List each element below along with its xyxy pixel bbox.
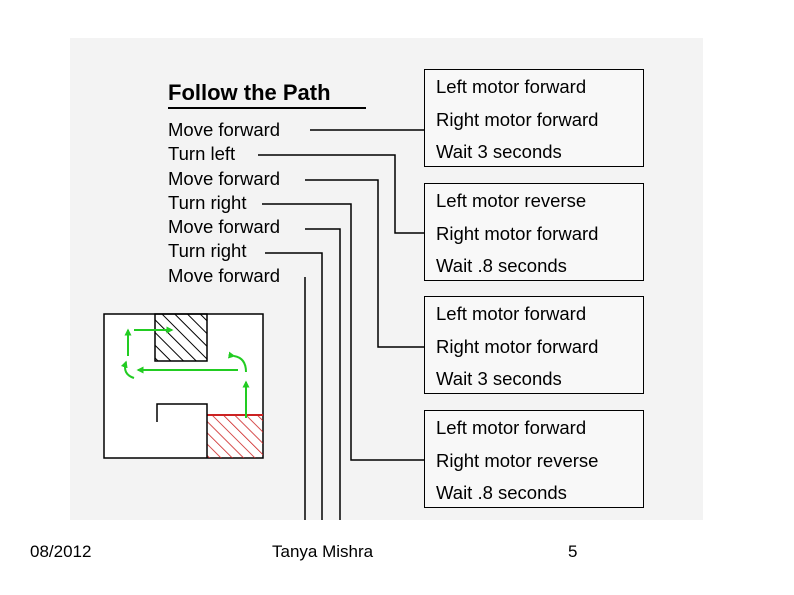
command-line: Left motor forward: [436, 417, 587, 438]
command-line: Right motor forward: [436, 109, 599, 130]
obstacle-block: [154, 313, 208, 362]
command-box-2: Left motor reverse Right motor forward W…: [424, 183, 644, 281]
command-line: Left motor reverse: [436, 190, 587, 211]
command-line: Wait .8 seconds: [436, 255, 567, 276]
command-line: Wait .8 seconds: [436, 482, 567, 503]
command-line: Left motor forward: [436, 303, 587, 324]
step-2: Turn left: [168, 143, 236, 164]
step-5: Move forward: [168, 216, 281, 237]
path-turn-right: [120, 360, 135, 379]
connector-step-6: [265, 252, 323, 520]
title-underline: [168, 107, 366, 109]
command-line: Right motor forward: [436, 336, 599, 357]
connector-step-2: [258, 154, 424, 234]
command-line: Right motor forward: [436, 223, 599, 244]
step-4: Turn right: [168, 192, 247, 213]
command-line: Wait 3 seconds: [436, 368, 562, 389]
command-line: Wait 3 seconds: [436, 141, 562, 162]
path-turn-left: [227, 351, 247, 373]
diagram-title: Follow the Path: [168, 80, 331, 105]
footer-page-number: 5: [568, 542, 578, 561]
command-box-3: Left motor forward Right motor forward W…: [424, 296, 644, 394]
connector-step-3: [305, 179, 424, 348]
connector-step-5: [305, 228, 341, 520]
step-6: Turn right: [168, 240, 247, 261]
maze-inner-wall: [156, 403, 208, 458]
robot-path-arrows: [120, 326, 250, 418]
step-1: Move forward: [168, 119, 281, 140]
footer-date: 08/2012: [30, 542, 92, 561]
command-line: Left motor forward: [436, 76, 587, 97]
goal-area: [207, 415, 263, 458]
step-7: Move forward: [168, 265, 281, 286]
step-3: Move forward: [168, 168, 281, 189]
footer-author: Tanya Mishra: [272, 542, 374, 561]
command-line: Right motor reverse: [436, 450, 599, 471]
command-box-4: Left motor forward Right motor reverse W…: [424, 410, 644, 508]
command-box-1: Left motor forward Right motor forward W…: [424, 69, 644, 167]
connector-step-4: [262, 203, 424, 461]
